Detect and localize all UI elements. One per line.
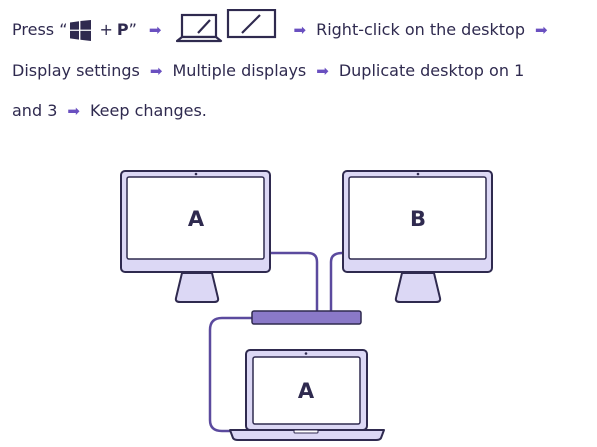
quote-close-text: ” [128,20,137,39]
plus-text: + [99,20,113,39]
arrow-icon: ➡ [316,62,329,80]
step-keep-changes: Keep changes. [89,101,207,120]
instruction-line-3: and 3 ➡ Keep changes. [12,100,207,122]
instruction-line-1: Press “ + P ” ➡ ➡ Right-click on the des… [12,9,558,43]
arrow-icon: ➡ [293,21,307,39]
p-key-text: P [116,20,129,39]
arrow-icon: ➡ [149,62,163,80]
step-right-click: Right-click on the desktop [316,20,525,39]
instruction-line-2: Display settings ➡ Multiple displays ➡ D… [12,60,524,82]
project-duplicate-icon [175,9,284,43]
monitor-left: A [120,170,271,303]
step-duplicate-desktop-cont: and 3 [12,101,58,120]
step-multiple-displays: Multiple displays [172,61,307,80]
cables [208,251,343,433]
press-text: Press “ [12,20,68,39]
windows-logo-icon [70,19,92,41]
arrow-icon: ➡ [148,21,162,39]
monitor-left-label: A [188,207,205,231]
monitor-right-label: B [410,207,426,231]
monitor-right: B [342,170,493,303]
docking-station [251,310,362,325]
arrow-icon: ➡ [67,102,80,120]
laptop: A [229,349,385,441]
step-duplicate-desktop: Duplicate desktop on 1 [338,61,525,80]
arrow-icon: ➡ [535,21,548,39]
step-display-settings: Display settings [12,61,140,80]
laptop-label: A [298,379,315,403]
